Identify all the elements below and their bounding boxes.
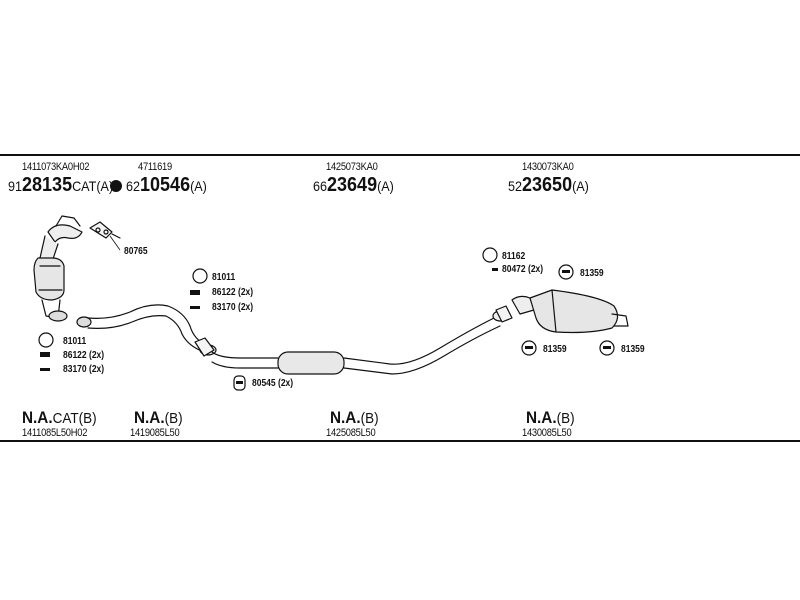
top-ref-3-suffix: (A) xyxy=(377,178,394,194)
top-ref-3-code: 6623649(A) xyxy=(313,174,394,197)
label-83170-lower: 83170 (2x) xyxy=(63,364,105,375)
bottom-ref-2-number: 1419085L50 xyxy=(130,427,180,439)
ring-81011b-icon xyxy=(38,332,54,348)
mount-81359c-icon xyxy=(599,340,615,356)
top-ref-3-main: 23649 xyxy=(327,174,378,196)
bottom-ref-1-main: N.A. xyxy=(22,408,53,427)
top-ref-4-number: 1430073KA0 xyxy=(522,161,574,173)
top-ref-2-suffix: (A) xyxy=(190,178,207,194)
label-81162: 81162 xyxy=(502,251,526,262)
top-ref-4-suffix: (A) xyxy=(572,178,589,194)
top-ref-3-number: 1425073KA0 xyxy=(326,161,378,173)
mount-81359a-icon xyxy=(558,264,574,280)
new-item-dot-icon xyxy=(110,180,122,192)
ring-81011a-icon xyxy=(192,268,208,284)
top-ref-1-number: 1411073KA0H02 xyxy=(22,161,90,173)
bolt-83170b-icon xyxy=(40,368,50,371)
label-80765: 80765 xyxy=(124,246,148,257)
top-ref-1-suffix: CAT(A) xyxy=(72,178,114,194)
bottom-ref-3-code: N.A.(B) xyxy=(330,408,379,428)
label-81011-upper: 81011 xyxy=(212,272,236,283)
middle-pipe-drawing xyxy=(211,305,513,375)
bottom-ref-4-code: N.A.(B) xyxy=(526,408,575,428)
label-80545: 80545 (2x) xyxy=(252,378,294,389)
top-ref-2-number: 4711619 xyxy=(138,161,172,173)
catalytic-converter-drawing xyxy=(33,215,121,322)
label-86122-upper: 86122 (2x) xyxy=(212,287,254,298)
label-81011-lower: 81011 xyxy=(63,336,87,347)
top-ref-2-main: 10546 xyxy=(140,174,191,196)
bottom-ref-2-main: N.A. xyxy=(134,408,165,427)
hanger-80545-icon xyxy=(233,375,246,391)
label-80472: 80472 (2x) xyxy=(502,264,544,275)
label-86122-lower: 86122 (2x) xyxy=(63,350,105,361)
bottom-ref-1-number: 1411085L50H02 xyxy=(22,427,88,439)
front-pipe-drawing xyxy=(76,304,217,357)
top-ref-4-prefix: 52 xyxy=(508,178,523,194)
bottom-ref-1-suffix: CAT(B) xyxy=(52,410,97,427)
spring-86122a-icon xyxy=(190,290,200,295)
top-ref-1-code: 9128135CAT(A) xyxy=(8,174,113,197)
bottom-ref-3-number: 1425085L50 xyxy=(326,427,376,439)
bottom-ref-3-main: N.A. xyxy=(330,408,361,427)
bolt-80472-icon xyxy=(492,268,498,271)
top-ref-2-code: 6210546(A) xyxy=(126,174,207,197)
top-ref-1-prefix: 91 xyxy=(8,178,23,194)
bottom-divider xyxy=(0,440,800,442)
rear-silencer-drawing xyxy=(511,289,629,334)
top-ref-4-code: 5223650(A) xyxy=(508,174,589,197)
label-81359-upper: 81359 xyxy=(580,268,604,279)
top-ref-2-prefix: 62 xyxy=(126,178,141,194)
top-ref-4-main: 23650 xyxy=(522,174,573,196)
bottom-ref-2-suffix: (B) xyxy=(164,410,183,427)
top-ref-3-prefix: 66 xyxy=(313,178,328,194)
bolt-83170a-icon xyxy=(190,306,200,309)
bottom-ref-4-main: N.A. xyxy=(526,408,557,427)
bottom-ref-1-code: N.A.CAT(B) xyxy=(22,408,97,428)
bottom-ref-3-suffix: (B) xyxy=(360,410,379,427)
label-83170-upper: 83170 (2x) xyxy=(212,302,254,313)
bottom-ref-4-number: 1430085L50 xyxy=(522,427,572,439)
spring-86122b-icon xyxy=(40,352,50,357)
mount-81359b-icon xyxy=(521,340,537,356)
label-81359-lower-right: 81359 xyxy=(621,344,645,355)
top-divider xyxy=(0,154,800,156)
top-ref-1-main: 28135 xyxy=(22,174,73,196)
ring-81162-icon xyxy=(482,247,498,263)
label-81359-lower-left: 81359 xyxy=(543,344,567,355)
bottom-ref-4-suffix: (B) xyxy=(556,410,575,427)
bottom-ref-2-code: N.A.(B) xyxy=(134,408,183,428)
